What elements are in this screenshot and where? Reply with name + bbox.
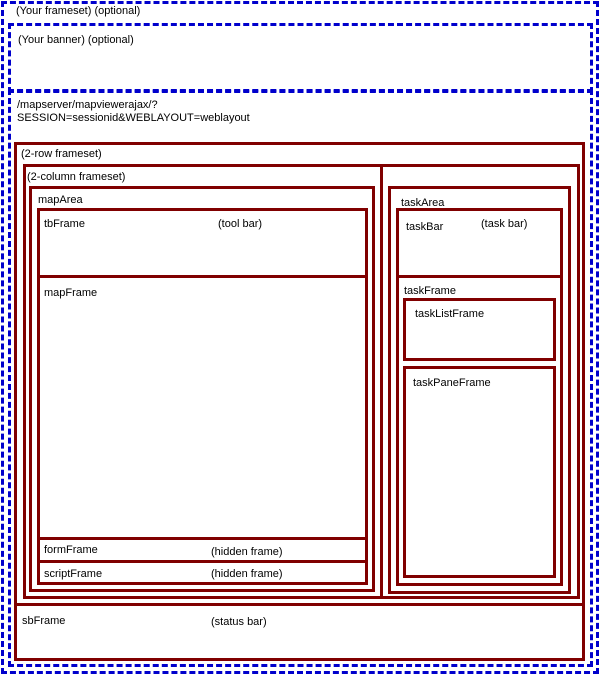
viewer-frame [8, 89, 593, 667]
form-frame-name: formFrame [44, 544, 98, 556]
task-bar-divider [396, 275, 563, 278]
task-pane-frame [403, 366, 556, 578]
task-area-inner [396, 208, 563, 586]
tb-frame-divider [37, 275, 368, 278]
task-list-frame [403, 298, 556, 361]
tb-frame-name: tbFrame [44, 218, 85, 230]
task-bar-note: (task bar) [481, 218, 528, 230]
sb-frame-name: sbFrame [22, 615, 66, 627]
map-area [29, 186, 375, 592]
viewer-url-line2: SESSION=sessionid&WEBLAYOUT=weblayout [17, 112, 250, 124]
column-frameset [23, 164, 580, 599]
outer-frameset-label: (Your frameset) (optional) [16, 5, 141, 17]
form-frame-divider [37, 537, 368, 540]
row-divider [14, 603, 585, 606]
viewer-url-line1: /mapserver/mapviewerajax/? [17, 99, 158, 111]
task-bar-name: taskBar [406, 221, 444, 233]
task-area-label: taskArea [401, 197, 445, 209]
row-frameset [14, 142, 585, 661]
sb-frame-note: (status bar) [211, 616, 267, 628]
row-frameset-label: (2-row frameset) [21, 148, 102, 160]
map-area-inner [37, 208, 368, 585]
map-area-label: mapArea [38, 194, 83, 206]
column-divider [380, 164, 383, 599]
form-frame-note: (hidden frame) [211, 546, 283, 558]
script-frame-divider [37, 560, 368, 563]
script-frame-note: (hidden frame) [211, 568, 283, 580]
task-area [388, 186, 571, 594]
task-frame-name: taskFrame [404, 285, 456, 297]
column-frameset-label: (2-column frameset) [27, 171, 126, 183]
task-pane-frame-name: taskPaneFrame [413, 377, 491, 389]
map-frame-name: mapFrame [44, 287, 98, 299]
script-frame-name: scriptFrame [44, 568, 103, 580]
banner-label: (Your banner) (optional) [18, 34, 134, 46]
task-list-frame-name: taskListFrame [415, 308, 485, 320]
tb-frame-note: (tool bar) [218, 218, 263, 230]
